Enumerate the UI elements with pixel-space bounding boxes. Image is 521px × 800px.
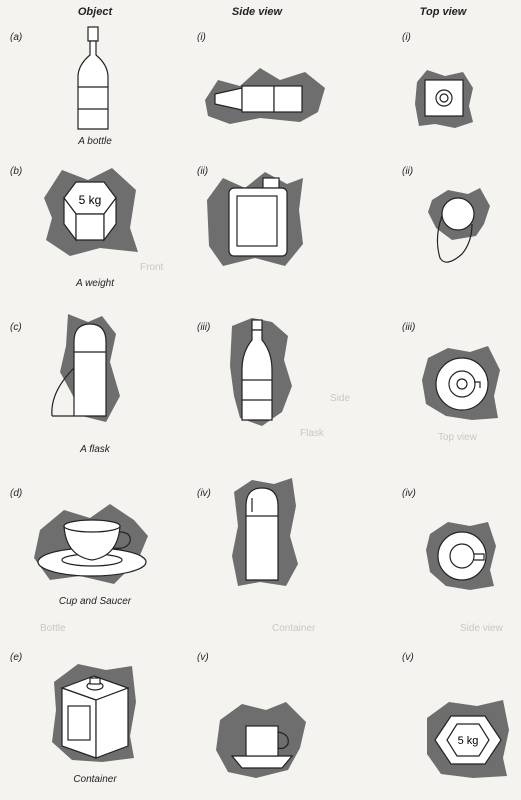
cup-and-saucer-illustration bbox=[34, 504, 148, 584]
flask-illustration bbox=[51, 314, 120, 422]
ghost-text: Side view bbox=[460, 623, 503, 634]
ghost-text: Bottle bbox=[40, 623, 66, 634]
ghost-text: Top view bbox=[438, 432, 477, 443]
caption-weight: A weight bbox=[76, 278, 114, 289]
ghost-text: Container bbox=[272, 623, 316, 634]
header-side-view: Side view bbox=[231, 6, 283, 18]
label-a-top: (i) bbox=[402, 32, 411, 43]
label-d: (d) bbox=[10, 488, 23, 499]
weight-label: 5 kg bbox=[79, 193, 102, 207]
label-c-top: (iii) bbox=[402, 322, 416, 333]
caption-container: Container bbox=[73, 774, 117, 785]
label-e-side: (v) bbox=[197, 652, 209, 663]
top-view-cup-and-saucer bbox=[426, 522, 496, 590]
label-e-top: (v) bbox=[402, 652, 414, 663]
side-view-cup-and-saucer bbox=[216, 702, 306, 778]
label-c-side: (iii) bbox=[197, 322, 211, 333]
top-view-weight-label: 5 kg bbox=[458, 735, 479, 747]
ghost-text: Front bbox=[140, 262, 164, 273]
label-d-side: (iv) bbox=[197, 488, 211, 499]
caption-flask: A flask bbox=[80, 444, 110, 455]
top-view-flask bbox=[422, 346, 500, 420]
side-view-container bbox=[207, 172, 303, 266]
weight-illustration: 5 kg bbox=[44, 168, 138, 256]
side-view-flask bbox=[232, 478, 298, 586]
label-b-side: (ii) bbox=[197, 166, 209, 177]
label-d-top: (iv) bbox=[402, 488, 416, 499]
header-object: Object bbox=[77, 6, 113, 18]
container-illustration bbox=[52, 664, 136, 762]
caption-cup-and-saucer: Cup and Saucer bbox=[58, 596, 132, 607]
label-b-top: (ii) bbox=[402, 166, 414, 177]
label-b: (b) bbox=[10, 166, 23, 177]
caption-bottle: A bottle bbox=[78, 136, 112, 147]
side-view-bottle-standing bbox=[230, 318, 292, 426]
label-a-side: (i) bbox=[197, 32, 206, 43]
ghost-text: Flask bbox=[300, 428, 324, 439]
bottle-illustration bbox=[77, 26, 109, 130]
ghost-text: Side bbox=[330, 393, 351, 404]
label-c: (c) bbox=[10, 322, 22, 333]
side-view-bottle-lying bbox=[205, 68, 325, 124]
label-a: (a) bbox=[10, 32, 23, 43]
label-e: (e) bbox=[10, 652, 23, 663]
header-top-view: Top view bbox=[419, 6, 467, 18]
top-view-bottle bbox=[415, 70, 473, 128]
top-view-weight bbox=[428, 188, 490, 263]
top-view-weight-hexagon: 5 kg bbox=[427, 700, 509, 778]
